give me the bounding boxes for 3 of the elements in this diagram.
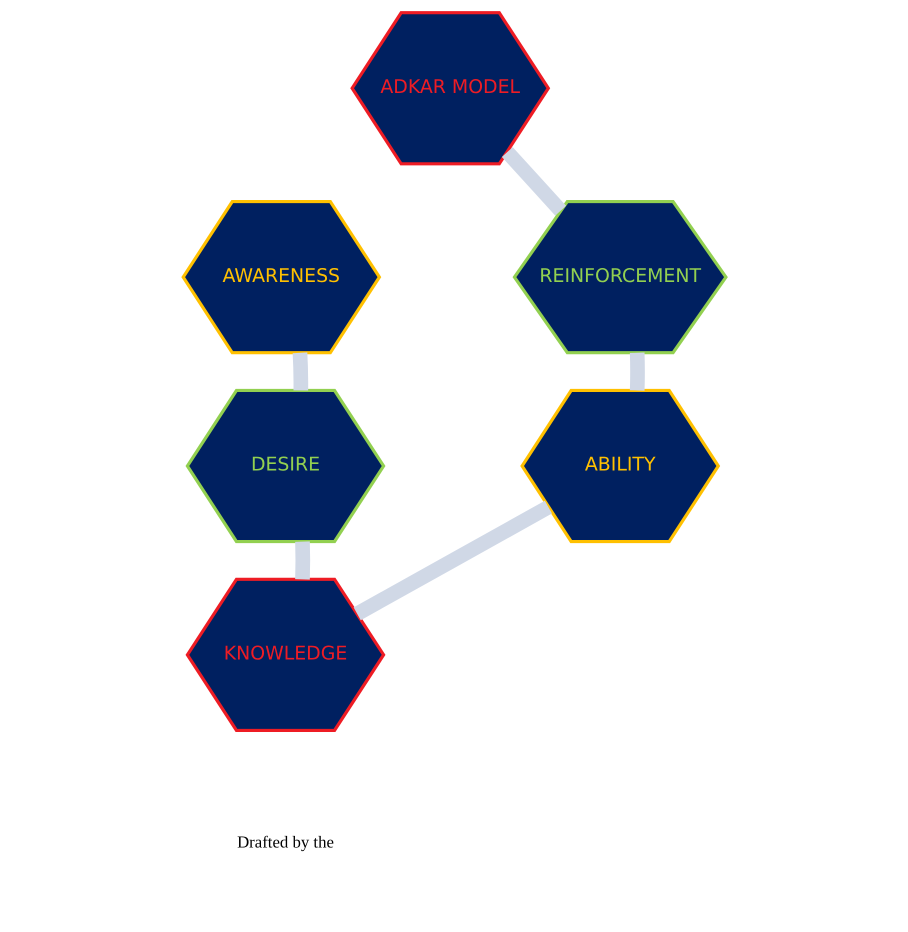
connector: [501, 147, 566, 216]
connector: [353, 500, 552, 620]
label: Drafted by the: [236, 832, 334, 852]
